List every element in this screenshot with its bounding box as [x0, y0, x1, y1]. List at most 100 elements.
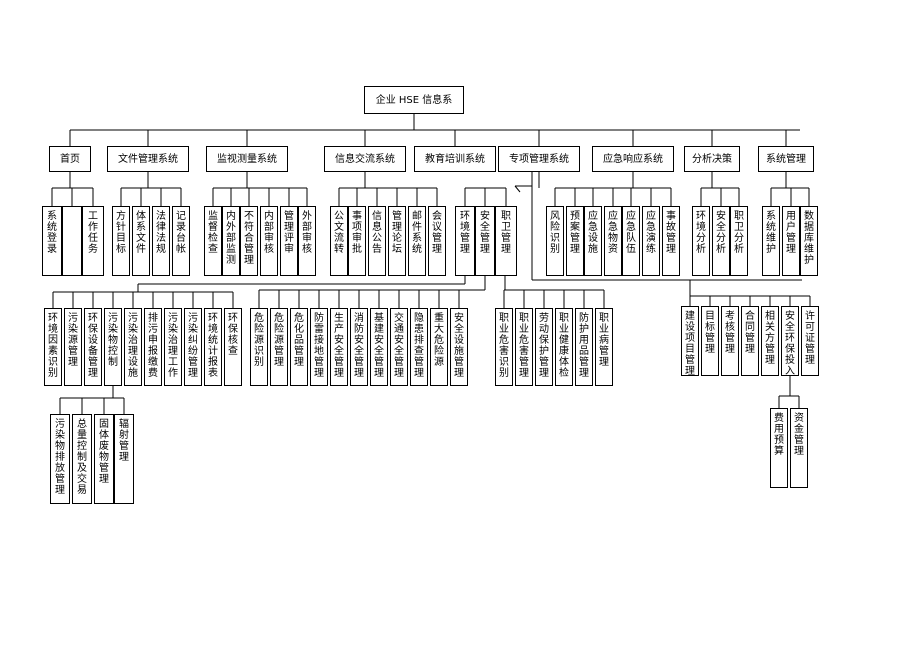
- right-node: 合同管理: [741, 306, 759, 376]
- health-node-label: 防护用品管理: [579, 313, 589, 379]
- invest-node: 费用预算: [770, 408, 788, 488]
- module-child-node: 事故管理: [662, 206, 680, 276]
- safety-node: 安全设施管理: [450, 308, 468, 386]
- env-node-label: 环保核查: [228, 313, 238, 357]
- env-node-label: 环境统计报表: [208, 313, 218, 379]
- module-child-node-label: 邮件系统: [412, 211, 422, 255]
- module-node-label: 应急响应系统: [603, 153, 663, 165]
- module-child-node: 应急设施: [584, 206, 602, 276]
- right-node-label: 相关方管理: [765, 311, 775, 366]
- pollutant-node: 污染物排放管理: [50, 414, 70, 504]
- module-child-node: 会议管理: [428, 206, 446, 276]
- safety-node-label: 安全设施管理: [454, 313, 464, 379]
- module-child-node: 数据库维护: [800, 206, 818, 276]
- safety-node: 危化品管理: [290, 308, 308, 386]
- module-child-node: 系统维护: [762, 206, 780, 276]
- env-node-label: 污染治理工作: [168, 313, 178, 379]
- safety-node-label: 防雷接地管理: [314, 313, 324, 379]
- module-child-node-label: [67, 211, 78, 275]
- module-child-node: 预案管理: [566, 206, 584, 276]
- env-node: 环境统计报表: [204, 308, 222, 386]
- module-child-node: 监督检查: [204, 206, 222, 276]
- health-node-label: 职业危害管理: [519, 313, 529, 379]
- module-child-node-label: 监督检查: [208, 211, 218, 255]
- module-child-node: 应急演练: [642, 206, 660, 276]
- env-node: 排污申报缴费: [144, 308, 162, 386]
- module-child-node-label: 事项审批: [352, 211, 362, 255]
- module-child-node-label: 应急物资: [608, 211, 618, 255]
- safety-node: 防雷接地管理: [310, 308, 328, 386]
- module-child-node-label: 应急队伍: [626, 211, 636, 255]
- module-node: 应急响应系统: [592, 146, 674, 172]
- module-node: 文件管理系统: [107, 146, 189, 172]
- module-child-node-label: 事故管理: [666, 211, 676, 255]
- module-child-node: 环境分析: [692, 206, 710, 276]
- pollutant-node: 辐射管理: [114, 414, 134, 504]
- module-child-node-label: 方针目标: [116, 211, 126, 255]
- safety-node-label: 危化品管理: [294, 313, 304, 368]
- module-child-node-label: 管理评审: [284, 211, 294, 255]
- module-node: 分析决策: [684, 146, 740, 172]
- right-node-label: 许可证管理: [805, 311, 815, 366]
- module-child-node: 安全管理: [475, 206, 495, 276]
- safety-node: 基建安全管理: [370, 308, 388, 386]
- root-node: 企业 HSE 信息系: [364, 86, 464, 114]
- safety-node: 隐患排查管理: [410, 308, 428, 386]
- health-node: 职业危害识别: [495, 308, 513, 386]
- module-child-node: 职卫管理: [495, 206, 517, 276]
- invest-node-label: 费用预算: [774, 413, 784, 457]
- module-child-node: 风险识别: [546, 206, 564, 276]
- env-node-label: 环保设备管理: [88, 313, 98, 379]
- health-node-label: 职业病管理: [599, 313, 609, 368]
- module-node: 系统管理: [758, 146, 814, 172]
- pollutant-node-label: 固体废物管理: [99, 419, 109, 485]
- pollutant-node-label: 污染物排放管理: [55, 419, 65, 496]
- right-node-label: 考核管理: [725, 311, 735, 355]
- module-node-label: 专项管理系统: [509, 153, 569, 165]
- right-node: 相关方管理: [761, 306, 779, 376]
- module-child-node-label: 体系文件: [136, 211, 146, 255]
- safety-node: 消防安全管理: [350, 308, 368, 386]
- env-node: 环境因素识别: [44, 308, 62, 386]
- module-child-node: 事项审批: [348, 206, 366, 276]
- health-node-label: 劳动保护管理: [539, 313, 549, 379]
- module-child-node: 系统登录: [42, 206, 62, 276]
- module-child-node-label: 用户管理: [786, 211, 796, 255]
- invest-node-label: 资金管理: [794, 413, 804, 457]
- module-child-node-label: 外部审核: [302, 211, 312, 255]
- right-node-label: 安全环保投入: [785, 311, 795, 377]
- env-node: 污染纠纷管理: [184, 308, 202, 386]
- module-child-node-label: 应急设施: [588, 211, 598, 255]
- env-node: 污染源管理: [64, 308, 82, 386]
- safety-node-label: 重大危险源: [434, 313, 444, 368]
- module-child-node: 信息公告: [368, 206, 386, 276]
- safety-node-label: 基建安全管理: [374, 313, 384, 379]
- module-child-node-label: 公文流转: [334, 211, 344, 255]
- env-node: 污染物控制: [104, 308, 122, 386]
- module-child-node-label: 法律法规: [156, 211, 166, 255]
- module-child-node-label: 职卫管理: [501, 211, 511, 255]
- module-child-node-label: 安全分析: [716, 211, 726, 255]
- safety-node: 危险源识别: [250, 308, 268, 386]
- root-node-label: 企业 HSE 信息系: [375, 94, 453, 106]
- right-node: 建设项目管理: [681, 306, 699, 377]
- module-child-node-label: 内外部监测: [226, 211, 236, 266]
- module-child-node: 不符合管理: [240, 206, 258, 276]
- module-child-node-label: 信息公告: [372, 211, 382, 255]
- module-child-node-label: 应急演练: [646, 211, 656, 255]
- module-node: 专项管理系统: [498, 146, 580, 172]
- health-node-label: 职业健康体检: [559, 313, 569, 379]
- health-node: 职业病管理: [595, 308, 613, 386]
- module-child-node: 体系文件: [132, 206, 150, 276]
- module-child-node-label: 系统登录: [47, 211, 57, 255]
- module-node: 监视测量系统: [206, 146, 288, 172]
- right-node-label: 建设项目管理: [685, 311, 695, 377]
- module-child-node: 环境管理: [455, 206, 475, 276]
- safety-node: 交通安全管理: [390, 308, 408, 386]
- env-node: 环保设备管理: [84, 308, 102, 386]
- module-child-node: 邮件系统: [408, 206, 426, 276]
- pollutant-node-label: 总量控制及交易: [77, 419, 87, 496]
- safety-node-label: 消防安全管理: [354, 313, 364, 379]
- module-child-node: 外部审核: [298, 206, 316, 276]
- module-child-node-label: 不符合管理: [244, 211, 254, 266]
